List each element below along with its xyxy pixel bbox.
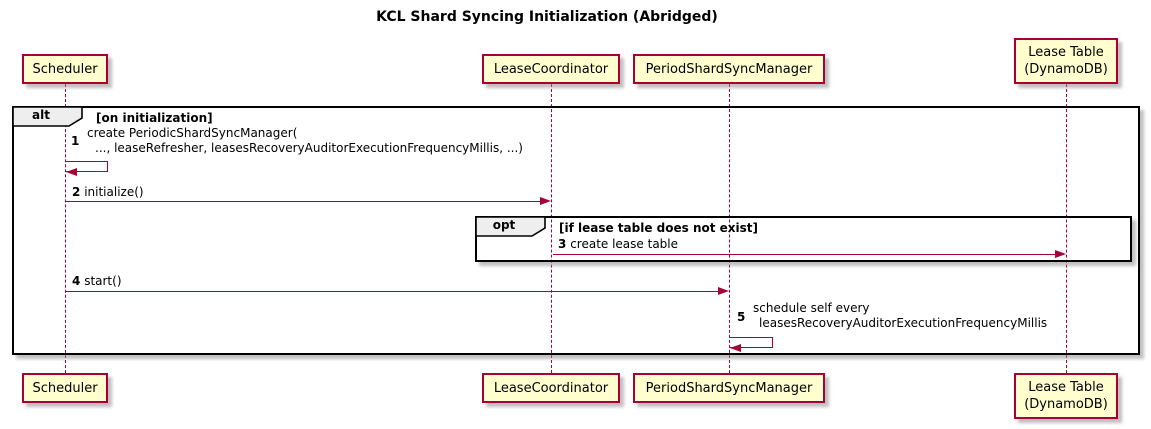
participant-label-line2: (DynamoDB): [1024, 397, 1108, 412]
opt-frame-operator: opt: [492, 218, 516, 232]
opt-frame: opt [if lease table does not exist]: [475, 216, 1132, 262]
message-2-label: 2 initialize(): [72, 185, 144, 200]
diagram-title: KCL Shard Syncing Initialization (Abridg…: [376, 9, 718, 25]
message-5-self-arrow: [730, 337, 773, 348]
message-5-line1: schedule self every: [753, 301, 870, 315]
participant-lease-table-top: Lease Table (DynamoDB): [1014, 38, 1118, 84]
participant-period-shard-sync-manager-top: PeriodShardSyncManager: [633, 54, 825, 84]
opt-frame-label-pentagon: opt: [475, 216, 547, 237]
participant-label-line2: (DynamoDB): [1024, 62, 1108, 77]
participant-label-line1: Lease Table: [1028, 45, 1104, 60]
message-3-number: 3: [558, 237, 567, 251]
message-4-number: 4: [72, 274, 81, 288]
message-3-text: create lease table: [570, 237, 679, 251]
message-4-arrowhead: [718, 287, 729, 295]
lifeline-lease-table: [1066, 84, 1067, 373]
lifeline-period-shard-sync-manager: [729, 84, 730, 373]
participant-label: LeaseCoordinator: [493, 61, 609, 77]
message-2-arrowhead: [540, 197, 551, 205]
message-1-text: create PeriodicShardSyncManager( ..., le…: [87, 126, 523, 156]
message-2-number: 2: [72, 185, 81, 199]
message-1-self-arrow: [66, 161, 108, 172]
pentagon-shape: [12, 106, 83, 127]
message-3-label: 3 create lease table: [558, 237, 678, 252]
message-3-arrow: [553, 254, 1056, 255]
message-2-text: initialize(): [84, 185, 144, 199]
message-4-label: 4 start(): [72, 274, 122, 289]
participant-label: LeaseCoordinator: [493, 380, 609, 396]
message-5-arrowhead: [730, 344, 741, 352]
participant-label-line1: Lease Table: [1028, 380, 1104, 395]
alt-frame: alt [on initialization]: [12, 106, 1140, 355]
participant-lease-coordinator-bottom: LeaseCoordinator: [482, 373, 620, 403]
participant-label: Scheduler: [32, 380, 98, 396]
message-5-line2: leasesRecoveryAuditorExecutionFrequencyM…: [759, 316, 1048, 330]
alt-frame-label-pentagon: alt: [12, 106, 84, 127]
message-5-number: 5: [737, 310, 746, 324]
message-1-line1: create PeriodicShardSyncManager(: [87, 126, 298, 140]
participant-label: PeriodShardSyncManager: [645, 61, 813, 77]
participant-scheduler-bottom: Scheduler: [22, 373, 108, 403]
participant-lease-table-bottom: Lease Table (DynamoDB): [1014, 373, 1118, 419]
lifeline-scheduler: [65, 84, 66, 373]
alt-frame-condition: [on initialization]: [96, 111, 213, 125]
message-1-line2: ..., leaseRefresher, leasesRecoveryAudit…: [95, 141, 523, 155]
alt-frame-operator: alt: [32, 108, 50, 122]
participant-label: Scheduler: [32, 61, 98, 77]
message-2-arrow: [66, 201, 542, 202]
participant-lease-coordinator-top: LeaseCoordinator: [482, 54, 620, 84]
message-5-text: schedule self every leasesRecoveryAudito…: [753, 301, 1047, 331]
pentagon-shape: [475, 216, 546, 237]
message-1-number: 1: [71, 134, 80, 148]
opt-frame-condition: [if lease table does not exist]: [559, 221, 759, 235]
message-1-arrowhead: [66, 168, 77, 176]
participant-period-shard-sync-manager-bottom: PeriodShardSyncManager: [633, 373, 825, 403]
message-4-arrow: [66, 291, 719, 292]
participant-label: PeriodShardSyncManager: [645, 380, 813, 396]
lifeline-lease-coordinator: [551, 84, 552, 373]
message-4-text: start(): [84, 274, 122, 288]
participant-scheduler-top: Scheduler: [22, 54, 108, 84]
message-3-arrowhead: [1055, 250, 1066, 258]
